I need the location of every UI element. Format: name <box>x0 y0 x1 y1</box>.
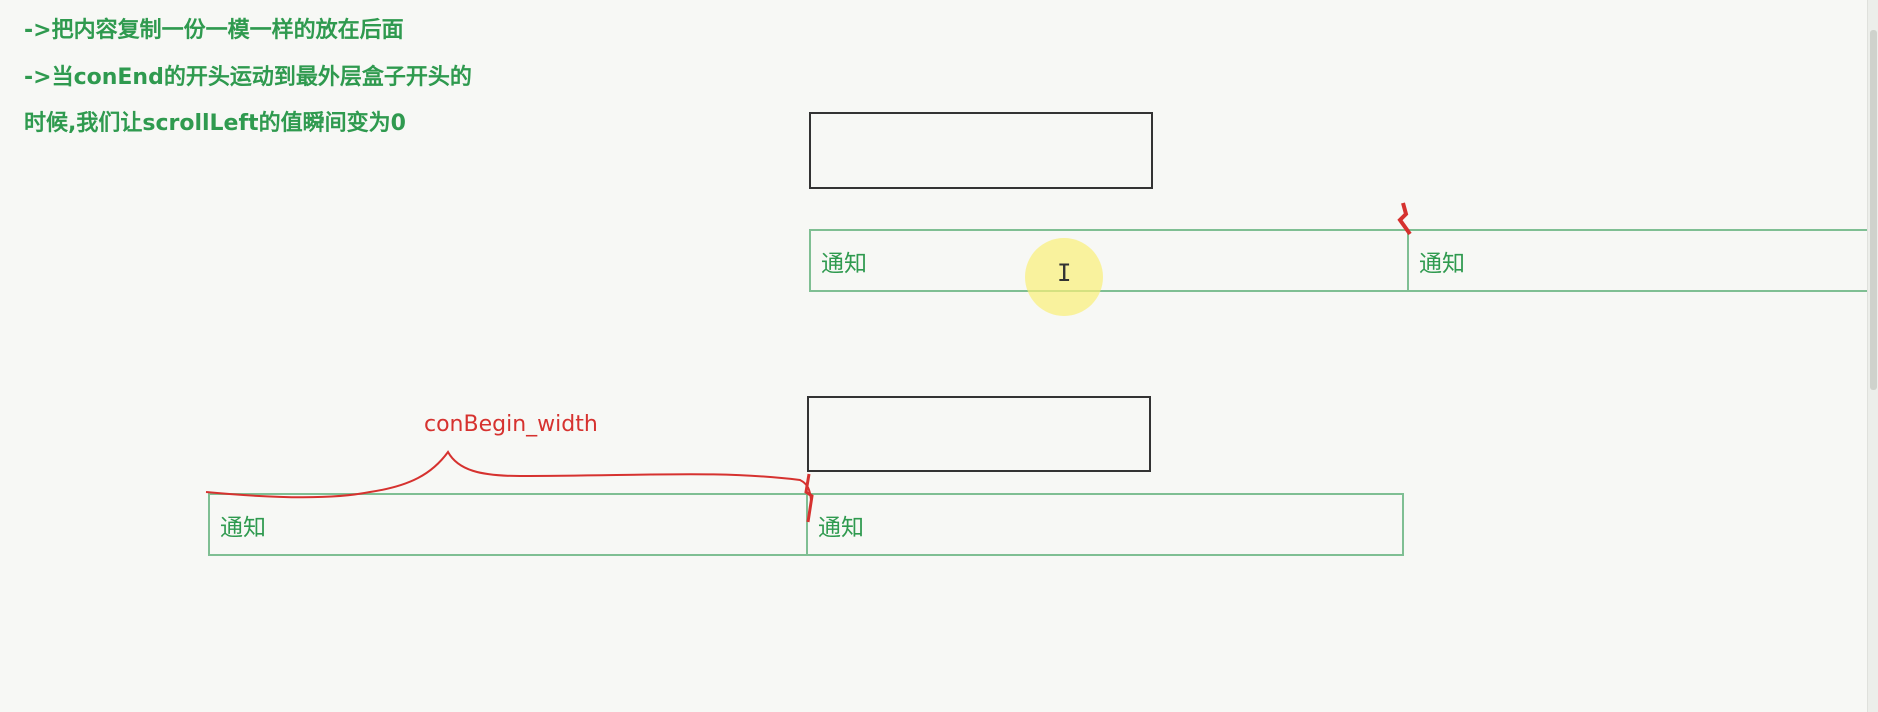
vertical-scrollbar[interactable] <box>1867 0 1878 712</box>
con-begin-width-label: conBegin_width <box>424 412 598 437</box>
note-line-2: ->当conEnd的开头运动到最外层盒子开头的 <box>24 65 472 90</box>
outer-box-top <box>809 112 1153 189</box>
cursor-highlight <box>1025 238 1103 316</box>
outer-box-bottom <box>807 396 1151 472</box>
note-line-1: ->把内容复制一份一模一样的放在后面 <box>24 18 404 43</box>
con-begin-cell: 通知 <box>811 231 1409 290</box>
con-end-cell: 通知 <box>1419 250 1465 277</box>
ibeam-cursor-icon: Ι <box>1057 259 1072 287</box>
con-begin-cell: 通知 <box>210 495 808 554</box>
content-strip-bottom: 通知 通知 <box>208 493 1404 556</box>
content-strip-top: 通知 通知 <box>809 229 1878 292</box>
con-end-cell: 通知 <box>818 514 864 541</box>
scrollbar-thumb[interactable] <box>1870 30 1877 390</box>
note-line-3: 时候,我们让scrollLeft的值瞬间变为0 <box>24 111 406 136</box>
